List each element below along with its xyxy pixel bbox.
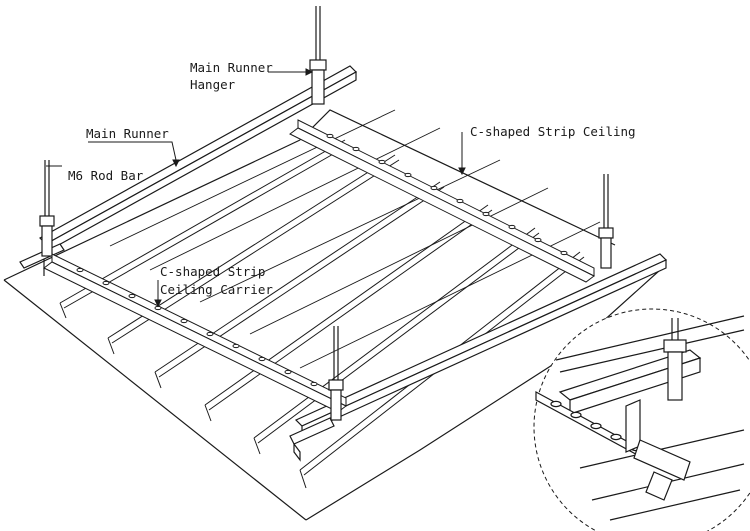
carrier-front xyxy=(43,253,347,413)
leader-lines xyxy=(46,68,466,308)
hanger-rods xyxy=(39,6,614,421)
label-main-runner: Main Runner xyxy=(86,126,169,141)
main-runner-front xyxy=(289,253,668,462)
label-main-runner-hanger-line2: Hanger xyxy=(190,77,236,92)
label-m6-rod-bar: M6 Rod Bar xyxy=(68,168,144,183)
label-main-runner-hanger-line1: Main Runner xyxy=(190,60,273,75)
label-carrier-line1: C-shaped Strip xyxy=(160,264,265,279)
carrier-rear xyxy=(289,119,595,283)
label-carrier-line2: Ceiling Carrier xyxy=(160,282,273,297)
label-c-shaped-strip-ceiling: C-shaped Strip Ceiling xyxy=(470,124,636,139)
detail-magnifier xyxy=(533,308,750,531)
